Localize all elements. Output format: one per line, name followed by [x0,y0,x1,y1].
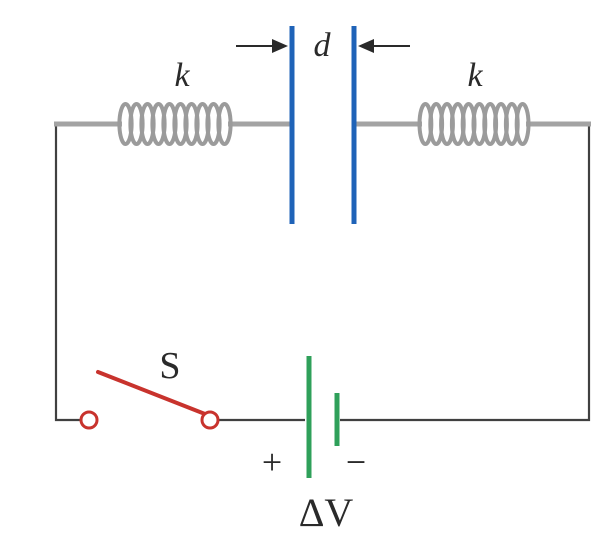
gap-label: d [314,27,332,64]
spring-coil [216,102,233,146]
battery-plus-label: + [262,442,282,482]
battery [306,356,340,478]
spring-coil [514,102,531,146]
switch-terminal-right [200,410,220,430]
battery-minus-label: − [346,442,366,482]
spring-right-label: k [467,57,483,94]
spring-left [117,102,233,146]
voltage-label: ΔV [299,490,354,535]
switch-terminal-left [79,410,99,430]
gap-arrow-right [358,39,410,53]
wire-right-side [340,124,591,422]
switch-lever [96,370,207,416]
circuit-wires [54,124,591,422]
spring-right [417,102,531,146]
switch [79,370,220,430]
switch-label: S [159,345,180,387]
gap-arrow-left [236,39,288,53]
spring-left-label: k [174,57,190,94]
wire-left-side [54,124,80,422]
